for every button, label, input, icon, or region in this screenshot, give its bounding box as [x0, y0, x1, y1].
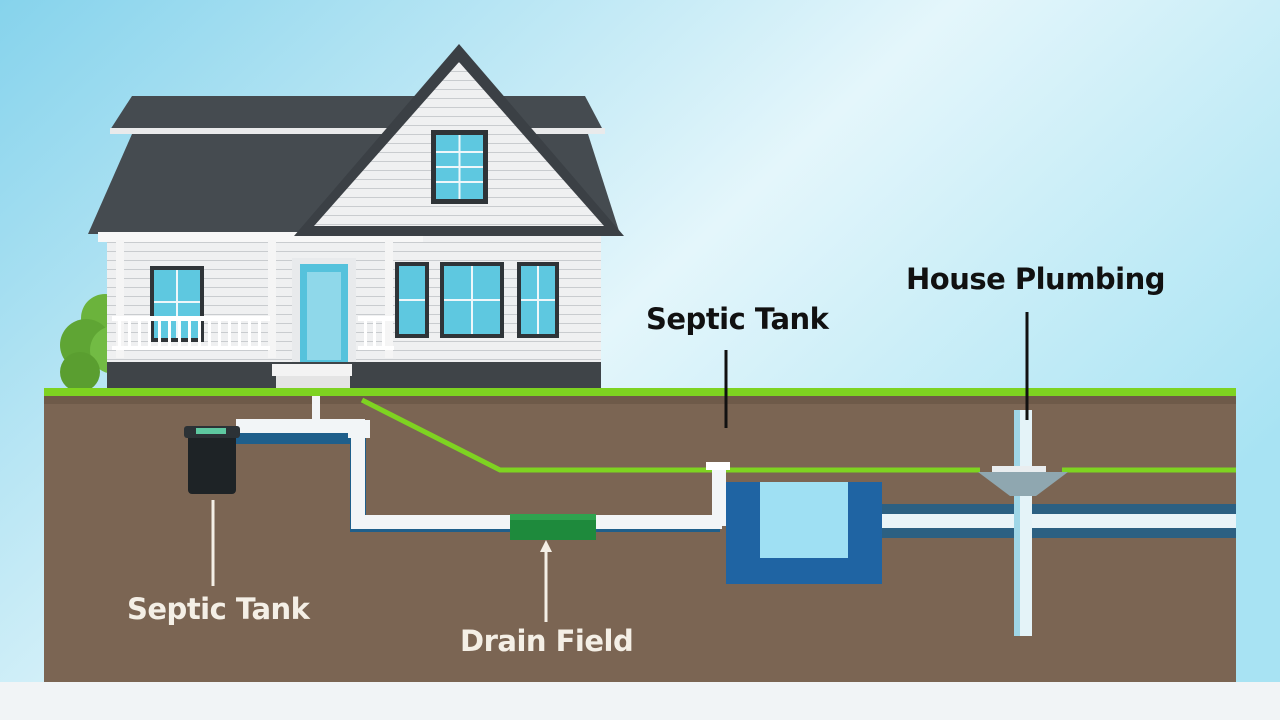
label-septic-tank-bottom: Septic Tank: [127, 592, 310, 626]
ground-base: [0, 682, 1280, 720]
septic-tank-box: [726, 482, 882, 584]
label-drain-field: Drain Field: [460, 624, 634, 658]
plumbing-vent-pipe: [978, 410, 1068, 636]
porch-steps: [272, 364, 352, 376]
label-septic-tank-top: Septic Tank: [646, 302, 829, 336]
label-house-plumbing: House Plumbing: [906, 262, 1166, 296]
back-roof: [110, 96, 603, 130]
septic-tank-bin: [184, 426, 240, 494]
foundation: [107, 362, 601, 388]
house: [88, 44, 624, 388]
drain-line: [360, 397, 980, 473]
grass-line: [44, 388, 1236, 396]
porch-railing: [112, 316, 394, 350]
